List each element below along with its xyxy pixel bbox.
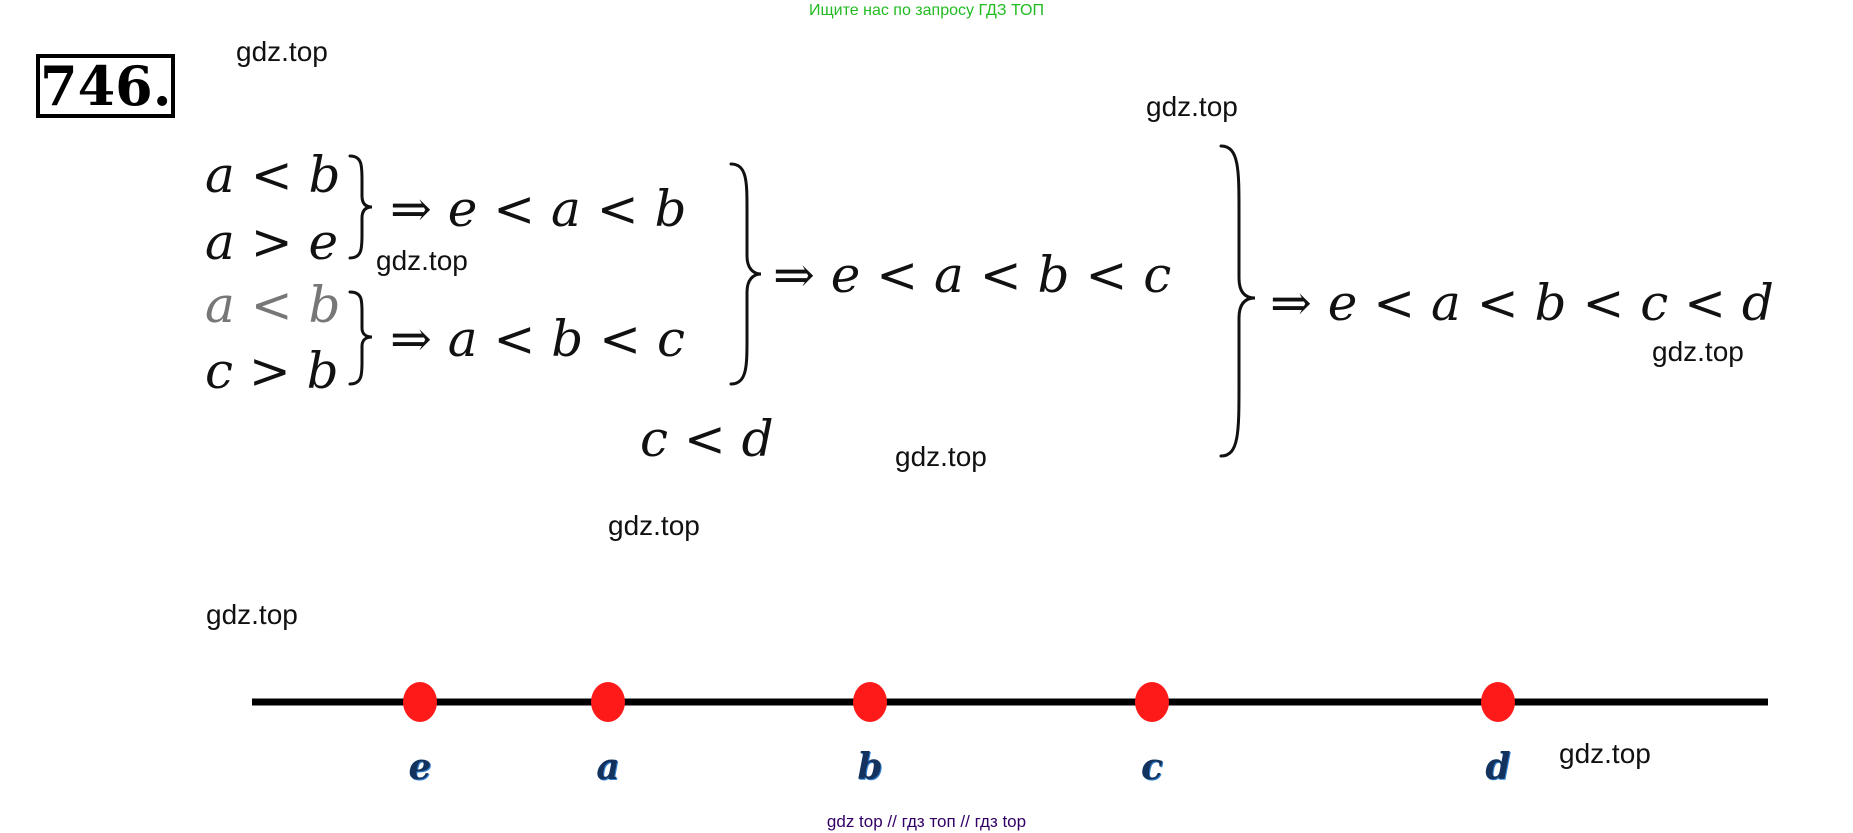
- footer-links[interactable]: gdz top // гдз топ // гдз top: [826, 812, 1027, 831]
- watermark: gdz.top: [1559, 738, 1651, 769]
- final-result: ⇒ e < a < b < c < d: [1270, 274, 1774, 332]
- point-c: [1135, 682, 1169, 722]
- brace-group-1: [348, 154, 373, 260]
- watermark: gdz.top: [236, 36, 328, 67]
- point-label-c: c: [1141, 746, 1163, 788]
- watermark: gdz.top: [206, 599, 298, 630]
- inequality-c-gt-b: c > b: [205, 342, 339, 400]
- point-label-e: e: [408, 746, 432, 788]
- brace-group-2: [348, 290, 373, 386]
- brace-group-4: [1219, 144, 1256, 458]
- point-label-a: a: [596, 746, 620, 788]
- point-e: [403, 682, 437, 722]
- point-d: [1481, 682, 1515, 722]
- watermark: gdz.top: [376, 245, 468, 276]
- problem-number: 746.: [36, 54, 175, 118]
- watermark: gdz.top: [1652, 336, 1744, 367]
- result-a-b-c: ⇒ a < b < c: [390, 310, 685, 368]
- inequality-a-gt-e: a > e: [205, 213, 339, 271]
- watermark: gdz.top: [608, 510, 700, 541]
- point-b: [853, 682, 887, 722]
- result-e-a-b-c: ⇒ e < a < b < c: [773, 246, 1172, 304]
- top-banner[interactable]: Ищите нас по запросу ГДЗ ТОП: [809, 2, 1044, 19]
- watermark: gdz.top: [1146, 91, 1238, 122]
- inequality-a-lt-b-second: a < b: [205, 276, 341, 334]
- watermark: gdz.top: [895, 441, 987, 472]
- point-a: [591, 682, 625, 722]
- point-label-b: b: [857, 746, 883, 788]
- result-e-a-b: ⇒ e < a < b: [390, 180, 687, 238]
- point-label-d: d: [1485, 746, 1511, 788]
- inequality-c-lt-d: c < d: [640, 410, 774, 468]
- brace-group-3: [729, 162, 762, 386]
- inequality-a-lt-b: a < b: [205, 146, 341, 204]
